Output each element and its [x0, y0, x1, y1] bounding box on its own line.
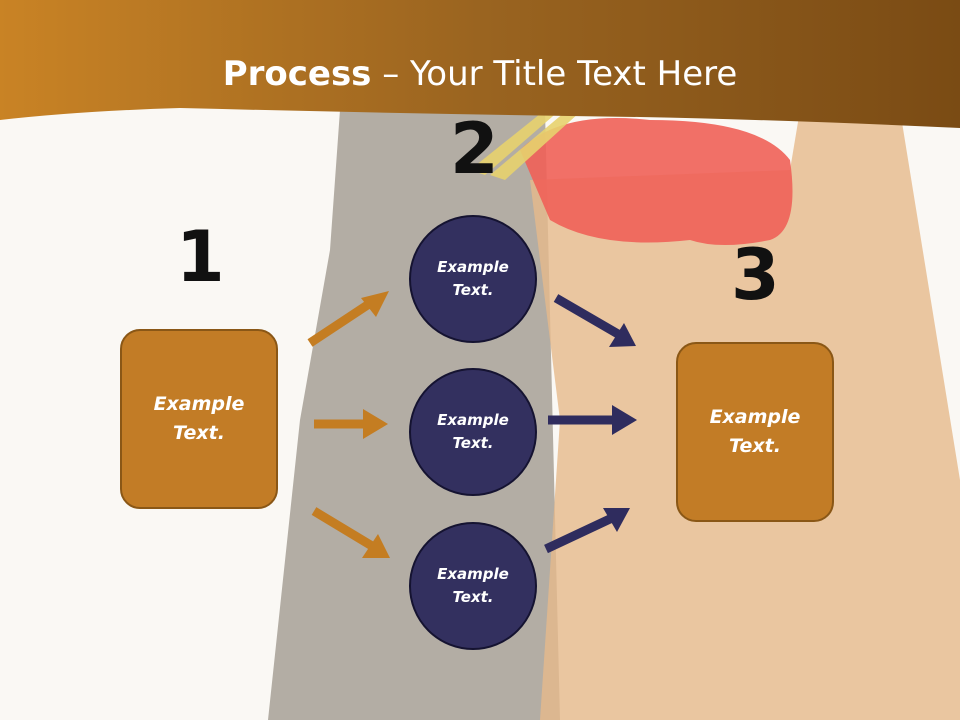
photo-stripe [470, 110, 560, 175]
arrow-down-right [311, 507, 390, 558]
title-bold: Process [222, 54, 372, 94]
step-number-3: 3 [731, 234, 780, 316]
circle-middle-text: Example Text. [437, 411, 509, 452]
step-number-1: 1 [176, 216, 225, 298]
circle-middle: Example Text. [409, 368, 537, 496]
arrow-right-navy [548, 405, 637, 435]
title-rest: – Your Title Text Here [371, 54, 738, 94]
arrow-up-right [307, 291, 389, 347]
circle-bottom: Example Text. [409, 522, 537, 650]
photo-stripe [490, 112, 580, 180]
step-number-2: 2 [450, 108, 499, 190]
step-1-box: Example Text. [120, 329, 278, 509]
step-3-text: Example Text. [709, 406, 801, 457]
step-1-text: Example Text. [153, 393, 245, 444]
step-3-box: Example Text. [676, 342, 834, 522]
circle-bottom-text: Example Text. [437, 565, 509, 606]
header-band [0, 0, 960, 128]
circle-top: Example Text. [409, 215, 537, 343]
slide-title: Process – Your Title Text Here [0, 54, 960, 94]
photo-red-glove [520, 118, 793, 245]
arrow-down-right-navy [553, 294, 636, 347]
arrow-up-right-navy [544, 508, 630, 554]
circle-top-text: Example Text. [437, 258, 509, 299]
arrow-right [314, 409, 388, 439]
